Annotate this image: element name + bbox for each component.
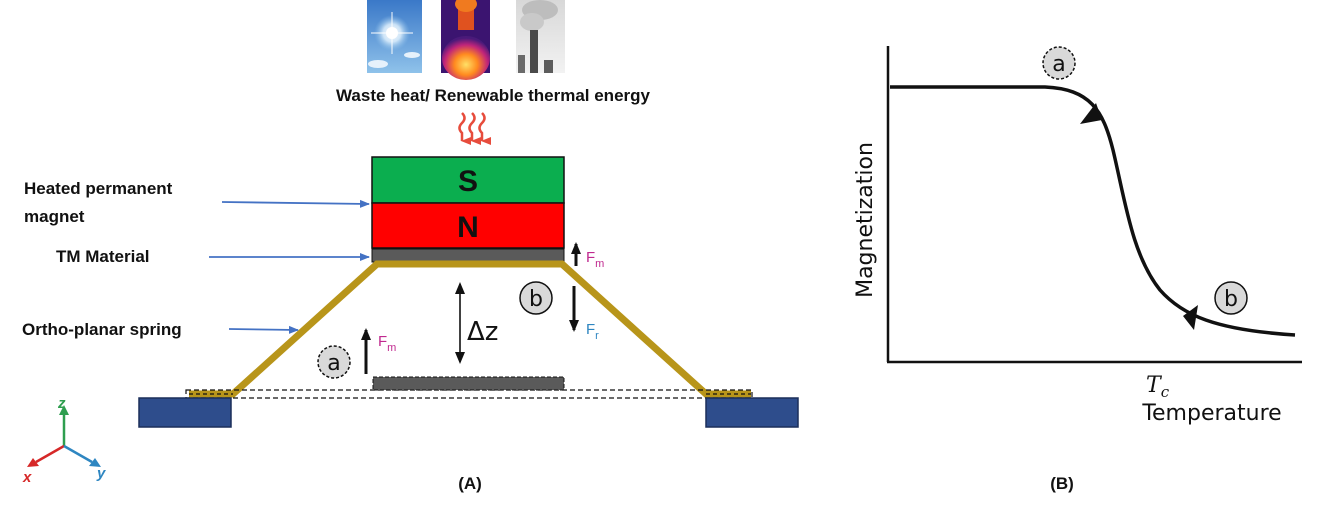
axis-x-label: x (22, 469, 32, 486)
curve-arrow-a (1080, 103, 1102, 124)
heat-label: Waste heat/ Renewable thermal energy (336, 86, 651, 105)
thermal-body-image (441, 0, 490, 80)
left-base-block (138, 397, 232, 428)
north-pole-block (371, 202, 565, 249)
tm-label: TM Material (56, 247, 150, 266)
svg-text:b: b (529, 287, 543, 312)
smokestack-image (516, 0, 565, 73)
caption-b: (B) (1050, 474, 1074, 493)
spring-pointer-arrow (228, 325, 299, 334)
svg-text:b: b (1224, 287, 1238, 312)
y-axis-label: Magnetization (853, 142, 878, 298)
rest-position-dashed (185, 389, 753, 399)
south-pole-label: S (458, 165, 478, 198)
sun-sky-image (367, 0, 422, 73)
force-m-bottom-label: Fm (378, 333, 396, 354)
state-a-marker-b: a (1042, 46, 1076, 80)
magnet-pointer-arrow (221, 199, 370, 208)
south-pole-block (371, 156, 565, 204)
axis-y-label: y (96, 465, 106, 482)
spring-label: Ortho-planar spring (22, 320, 182, 339)
svg-text:a: a (327, 351, 340, 376)
panel-a: Waste heat/ Renewable thermal energy S N… (22, 0, 799, 493)
right-base-block (705, 397, 799, 428)
displacement-label: Δz (467, 317, 498, 347)
panel-b: Magnetization Temperature Tc a b (B) (853, 46, 1302, 493)
force-r-label: Fr (586, 321, 599, 342)
north-pole-label: N (457, 211, 479, 244)
heat-waves-icon (458, 112, 491, 145)
caption-a: (A) (458, 474, 482, 493)
svg-text:a: a (1052, 52, 1065, 77)
curve-arrow-b (1183, 305, 1198, 330)
tm-material-top (371, 248, 565, 263)
x-axis-label: Temperature (1141, 401, 1281, 426)
magnet-label-line1: Heated permanent (24, 179, 173, 198)
magnet-label-line2: magnet (24, 207, 85, 226)
state-b-marker-b: b (1214, 281, 1248, 315)
magnetization-curve (890, 85, 1296, 337)
state-a-marker: a (317, 345, 351, 379)
curie-temperature-label: Tc (1146, 373, 1170, 401)
state-b-marker: b (519, 281, 553, 315)
axis-z-label: z (57, 395, 66, 412)
coordinate-axes-icon: z x y (22, 395, 106, 486)
tm-material-bottom (372, 376, 565, 391)
force-m-top-label: Fm (586, 249, 604, 270)
